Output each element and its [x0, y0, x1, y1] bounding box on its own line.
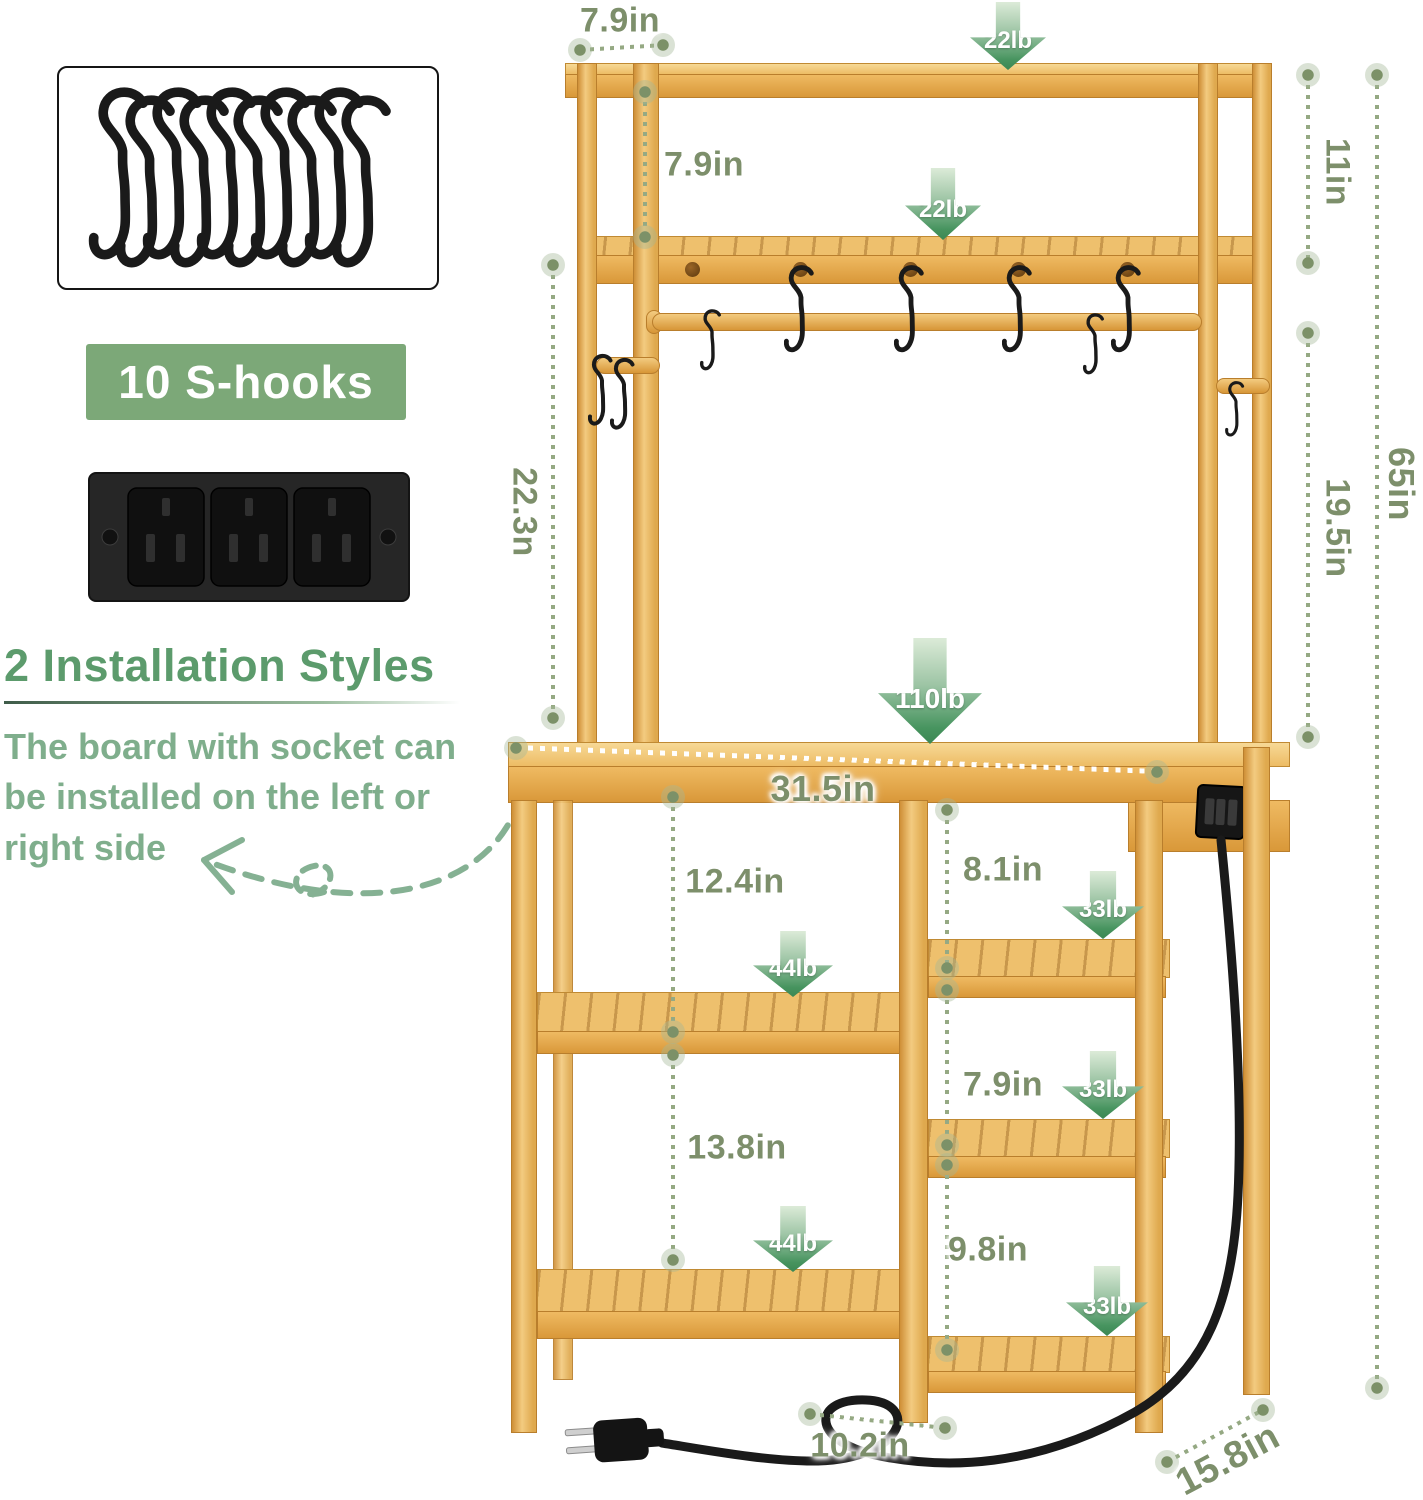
rack-leg-left-front: [511, 800, 537, 1433]
rack-bottom-left-shelf-surface: [537, 1269, 911, 1313]
dimension-marker: [633, 80, 657, 104]
load-arrow-right-shelf-2: 33lb: [1062, 1051, 1144, 1119]
rack-bottom-left-shelf: [537, 1311, 907, 1339]
power-socket: [1194, 783, 1248, 841]
rack-right-shelf-2-surface: [928, 1119, 1170, 1158]
rack-middle-shelf-surface: [537, 992, 911, 1033]
dimension-label-12-4in: 12.4in: [685, 862, 785, 901]
s-hook-icon: [1111, 263, 1145, 355]
dimension-marker: [933, 1416, 957, 1440]
dimension-line-11in: [1306, 75, 1310, 263]
load-arrow-right-shelf-1: 33lb: [1062, 871, 1144, 939]
dimension-label-7-9in: 7.9in: [963, 1065, 1043, 1104]
installation-description: The board with socket can be installed o…: [4, 726, 457, 868]
dimension-label-19-5in: 19.5in: [1318, 478, 1357, 578]
dimension-marker: [935, 798, 959, 822]
load-arrow-top-shelf: 22lb: [970, 2, 1046, 70]
dimension-label-11in: 11in: [1318, 137, 1357, 207]
dimension-marker: [935, 1338, 959, 1362]
rack-right-shelf-3: [928, 1371, 1166, 1393]
dimension-marker: [661, 1020, 685, 1044]
power-plug-icon: [564, 1417, 665, 1463]
dimension-line-9-8in: [945, 1165, 949, 1350]
dimension-line-13-8in: [671, 1055, 675, 1260]
dimension-marker: [1251, 1398, 1275, 1422]
s-hook-icon: [610, 357, 635, 430]
s-hook-icon: [894, 263, 928, 355]
installation-title: 2 Installation Styles: [4, 640, 435, 691]
rack-right-shelf-3-surface: [928, 1336, 1170, 1373]
dimension-marker: [541, 706, 565, 730]
dimension-line-8-1in: [945, 810, 949, 968]
s-hook-icon: [59, 68, 433, 284]
s-hook-icon: [1225, 381, 1245, 437]
dimension-marker: [568, 38, 592, 62]
title-underline: [4, 701, 460, 704]
s-hooks-badge: 10 S-hooks: [86, 344, 406, 420]
hanging-rod: [652, 313, 1202, 331]
dimension-marker: [661, 785, 685, 809]
load-arrow-second-shelf: 22lb: [905, 168, 981, 240]
s-hooks-badge-label: 10 S-hooks: [118, 356, 374, 408]
dimension-marker: [633, 225, 657, 249]
power-outlet-icon: [88, 472, 410, 602]
dimension-label-top-depth: 7.9in: [580, 1, 660, 40]
rack-leg-right-front: [1135, 800, 1163, 1433]
dimension-marker: [661, 1043, 685, 1067]
rack-post-right-inner: [1198, 63, 1218, 747]
rack-leg-right-back: [1243, 747, 1270, 1395]
s-hooks-box: [57, 66, 439, 290]
dimension-marker: [541, 253, 565, 277]
dimension-line-7-9in: [945, 990, 949, 1145]
load-arrow-left-upper-shelf: 44lb: [753, 931, 833, 997]
curved-dashed-arrow-icon: [138, 770, 538, 950]
dimension-line-19-5in: [1306, 333, 1310, 737]
dimension-marker: [1296, 251, 1320, 275]
s-hook-icon: [699, 309, 721, 371]
rack-right-shelf-1-surface: [928, 939, 1170, 978]
dimension-marker: [935, 978, 959, 1002]
load-arrow-tabletop: 110lb: [878, 638, 982, 744]
dimension-label-table-width: 31.5in: [770, 768, 876, 809]
dimension-marker: [798, 1402, 822, 1426]
s-hook-icon: [784, 263, 818, 355]
rack-top-shelf: [565, 74, 1272, 98]
rack-divider-post: [899, 800, 928, 1423]
dimension-marker: [1296, 321, 1320, 345]
s-hook-icon: [1002, 263, 1036, 355]
dimension-label-65in: 65in: [1381, 446, 1422, 522]
dimension-label-9-8in: 9.8in: [948, 1230, 1028, 1269]
dimension-label-13-8in: 13.8in: [687, 1128, 787, 1167]
dimension-marker: [651, 33, 675, 57]
dimension-line-22-3: [551, 265, 555, 718]
dimension-line-shelf-gap: [643, 92, 647, 237]
peg-hole: [685, 262, 700, 277]
dimension-label-shelf-gap: 7.9in: [664, 145, 744, 184]
load-arrow-left-lower-shelf: 44lb: [753, 1206, 833, 1272]
dimension-line-65in: [1375, 75, 1379, 1388]
dimension-marker: [1365, 1376, 1389, 1400]
dimension-marker: [1296, 725, 1320, 749]
dimension-marker: [1365, 63, 1389, 87]
dimension-label-22-3: 22.3n: [505, 467, 544, 557]
dimension-marker: [661, 1248, 685, 1272]
rack-right-shelf-2: [928, 1156, 1166, 1178]
rack-second-shelf-surface: [577, 236, 1272, 256]
dimension-label-10-2in: 10.2in: [810, 1426, 910, 1465]
dimension-label-8-1in: 8.1in: [963, 850, 1043, 889]
dimension-line-12-4in: [671, 797, 675, 1032]
rack-right-shelf-1: [928, 976, 1166, 998]
dimension-marker: [1296, 63, 1320, 87]
dimension-marker: [935, 1153, 959, 1177]
s-hook-icon: [1082, 313, 1104, 375]
dimension-marker: [1155, 1450, 1179, 1474]
dimension-marker: [935, 956, 959, 980]
dimension-marker: [504, 736, 528, 760]
rack-middle-shelf: [537, 1031, 907, 1054]
rack-leg-left-back: [553, 800, 573, 1380]
rack-post-right-outer: [1252, 63, 1272, 747]
dimension-marker: [1145, 760, 1169, 784]
